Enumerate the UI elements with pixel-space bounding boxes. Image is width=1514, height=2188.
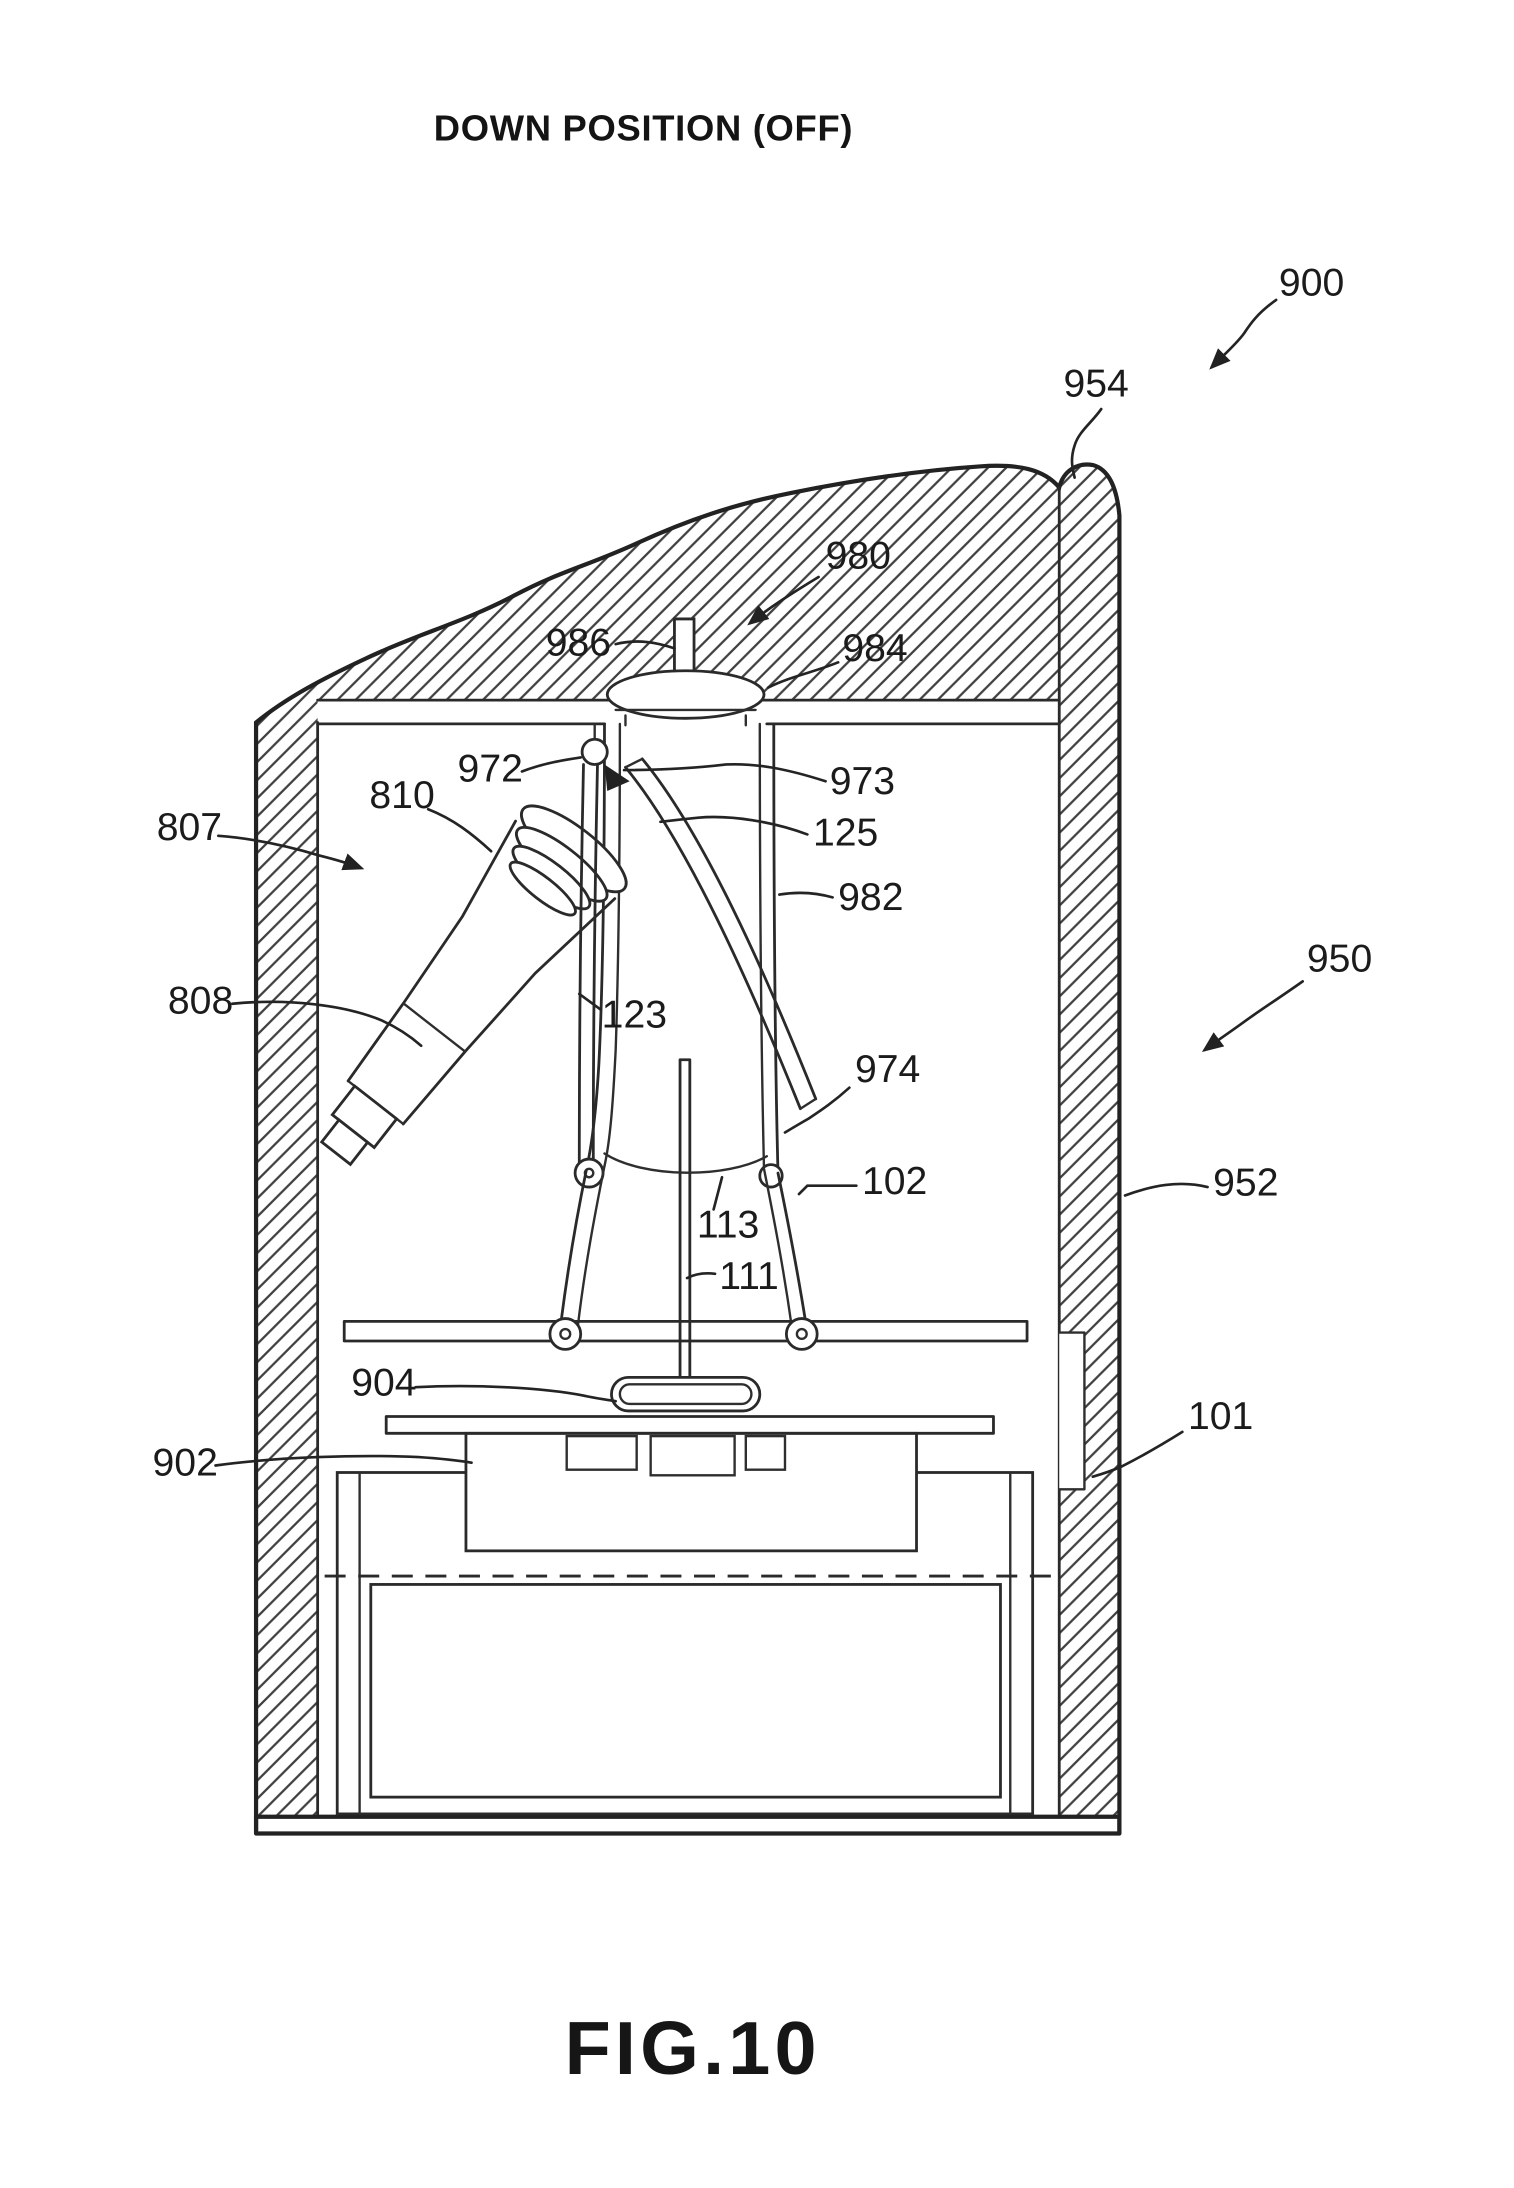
center-post xyxy=(678,1058,692,1402)
spring-strip-front xyxy=(624,765,802,1111)
ref-label-950: 950 xyxy=(1307,938,1372,981)
motion-arrow-icon xyxy=(604,764,630,792)
leader-972 xyxy=(520,756,583,773)
top-wall-hatch xyxy=(256,465,1060,723)
lever-left-edge xyxy=(577,763,585,1164)
leader-954 xyxy=(1070,407,1103,479)
ref-label-113: 113 xyxy=(697,1203,759,1246)
ref-label-102: 102 xyxy=(862,1160,927,1203)
ref-label-808: 808 xyxy=(168,980,233,1023)
housing-section xyxy=(253,462,1122,1836)
leader-102 xyxy=(797,1184,858,1196)
ref-label-984: 984 xyxy=(842,627,907,670)
pump-detail-center xyxy=(649,1434,736,1477)
pump-and-reservoir xyxy=(324,1375,1061,1816)
lever-right-edge xyxy=(591,763,599,1164)
nozzle-body-top xyxy=(401,897,617,1126)
base-plate xyxy=(384,1415,995,1435)
right-wall-slot-clear xyxy=(1059,1332,1085,1490)
leader-982 xyxy=(778,891,834,899)
figure-caption: FIG.10 xyxy=(565,2007,821,2091)
channel-v-connector xyxy=(603,1152,768,1174)
leader-123 xyxy=(577,992,602,1011)
right-base-pivot-pin xyxy=(795,1327,808,1341)
right-arm-outer xyxy=(776,1171,808,1326)
leader-900 xyxy=(1209,298,1278,370)
ref-label-986: 986 xyxy=(546,621,611,664)
ref-label-952: 952 xyxy=(1213,1161,1278,1204)
lever-and-spring xyxy=(573,722,818,1189)
leader-984 xyxy=(766,660,840,689)
leader-974 xyxy=(783,1086,851,1134)
button-neck-lines xyxy=(624,714,747,727)
valve-body xyxy=(584,722,780,1175)
leader-807 xyxy=(216,834,365,871)
channel-right-outer xyxy=(772,722,780,1175)
leader-973 xyxy=(622,762,827,783)
leader-113 xyxy=(712,1175,724,1211)
platform-bar xyxy=(342,1319,1029,1343)
button-cap-dome xyxy=(605,669,766,720)
pump-capsule xyxy=(610,1375,762,1413)
pump-detail-left xyxy=(565,1434,638,1471)
spring-strip-caps xyxy=(624,757,817,1110)
push-button-assembly xyxy=(605,617,766,727)
ref-label-101: 101 xyxy=(1188,1395,1253,1438)
ref-label-807: 807 xyxy=(157,806,222,849)
left-base-pivot-pin xyxy=(559,1327,572,1341)
leader-902 xyxy=(214,1454,473,1467)
spring-strip-back xyxy=(640,757,818,1101)
right-wall-slot xyxy=(1058,1331,1086,1491)
ref-label-125: 125 xyxy=(813,812,878,855)
nozzle-body-bottom xyxy=(346,819,517,1083)
spray-nozzle-assembly xyxy=(319,804,628,1167)
leader-808 xyxy=(230,1000,423,1048)
leader-lines xyxy=(214,298,1305,1479)
leader-904 xyxy=(414,1384,618,1403)
leader-810 xyxy=(426,807,493,853)
nozzle-tail-tip xyxy=(319,1117,370,1167)
channel-right-inner xyxy=(758,722,766,1171)
leader-986 xyxy=(614,640,676,650)
right-wall-hatch xyxy=(1059,464,1120,1817)
left-arm-inner xyxy=(576,1164,606,1327)
ref-label-900: 900 xyxy=(1279,262,1344,305)
ref-label-973: 973 xyxy=(830,760,895,803)
bottom-base-band xyxy=(253,1814,1122,1836)
pivot-972 xyxy=(580,737,609,766)
leader-950 xyxy=(1201,980,1305,1053)
leader-980 xyxy=(747,575,820,626)
ref-label-810: 810 xyxy=(369,774,434,817)
reservoir-box-inner-walls xyxy=(358,1471,1012,1816)
leader-101 xyxy=(1091,1430,1184,1479)
pump-detail-right xyxy=(744,1434,787,1471)
leader-952 xyxy=(1123,1182,1209,1197)
reservoir-inner-box xyxy=(369,1583,1002,1799)
ref-label-123: 123 xyxy=(602,994,667,1037)
ref-label-904: 904 xyxy=(351,1362,416,1405)
left-arm-outer xyxy=(559,1168,588,1323)
right-arm-inner xyxy=(762,1167,794,1330)
ref-label-974: 974 xyxy=(855,1048,920,1091)
pump-capsule-inner xyxy=(618,1383,753,1406)
figure-title: DOWN POSITION (OFF) xyxy=(434,107,853,148)
ref-label-982: 982 xyxy=(838,876,903,919)
leader-111 xyxy=(685,1271,717,1280)
ref-label-980: 980 xyxy=(826,535,891,578)
leader-125 xyxy=(659,815,809,836)
nozzle-ring-4 xyxy=(508,860,577,917)
lower-linkage xyxy=(342,1058,1029,1402)
channel-left-inner xyxy=(603,722,622,1168)
ref-label-111: 111 xyxy=(719,1255,779,1298)
ref-label-902: 902 xyxy=(153,1441,218,1484)
housing-outer-outline xyxy=(253,462,1122,1833)
left-wall-hatch xyxy=(256,722,318,1817)
ref-label-954: 954 xyxy=(1063,362,1128,405)
ref-label-972: 972 xyxy=(458,747,523,790)
